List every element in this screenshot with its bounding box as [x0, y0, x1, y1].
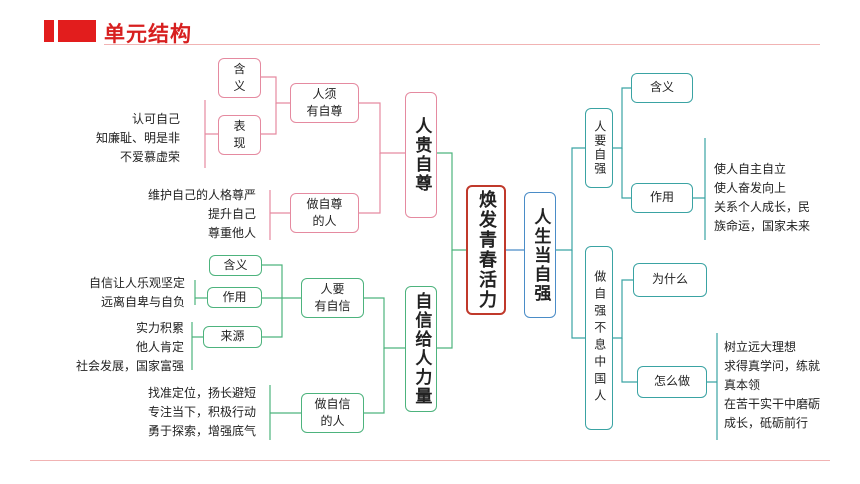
- leaf-zixin-laiyuan: 实力积累 他人肯定 社会发展，国家富强: [75, 321, 184, 373]
- leaf-zuo-zixin: 找准定位，扬长避短 专注当下，积极行动 勇于探索，增强底气: [147, 386, 256, 438]
- node-weishenme: 为什么: [633, 263, 707, 297]
- node-zizun-hanyi: 含 义: [218, 58, 261, 98]
- node-zuo-zixin-de-ren: 做自信 的人: [301, 393, 364, 433]
- header-divider: [104, 44, 820, 45]
- node-renyao-you-zixin: 人要 有自信: [301, 278, 364, 318]
- node-rengui-zizun: 人贵自尊: [405, 92, 437, 218]
- leaf-ziqiang-zuoyong: 使人自主自立 使人奋发向上 关系个人成长，民 族命运，国家未来: [714, 162, 811, 233]
- leaf-zizun-biaoxian: 认可自己 知廉耻、明是非 不爱慕虚荣: [95, 112, 180, 164]
- leaf-zenmezuo: 树立远大理想 求得真学问，练就 真本领 在苦干实干中磨砺 成长，砥砺前行: [724, 340, 821, 430]
- node-zixin-gei-ren-liliang: 自信给人力量: [405, 286, 437, 412]
- node-renxu-you-zizun: 人须 有自尊: [290, 83, 359, 123]
- node-zixin-laiyuan: 来源: [203, 326, 262, 348]
- node-renyao-ziqiang: 人要自强: [585, 108, 613, 188]
- node-ziqiang-hanyi: 含义: [631, 73, 693, 103]
- center-node: 焕发青春活力: [466, 185, 506, 315]
- footer-divider: [30, 460, 830, 461]
- node-rensheng-dang-ziqiang: 人生当自强: [524, 192, 556, 318]
- leaf-zuo-zizun: 维护自己的人格尊严 提升自己 尊重他人: [147, 188, 256, 240]
- page-title: 单元结构: [104, 22, 192, 46]
- node-zixin-zuoyong: 作用: [207, 287, 262, 308]
- node-ziqiang-zuoyong: 作用: [631, 183, 693, 213]
- node-zuo-zizun-de-ren: 做自尊 的人: [290, 193, 359, 233]
- header-accent-block: [58, 20, 96, 42]
- leaf-zixin-zuoyong: 自信让人乐观坚定 远离自卑与自负: [88, 276, 185, 309]
- header-accent-bar: [44, 20, 54, 42]
- node-zuo-ziqiang-buxi-zhongguoren: 做自强不息中国人: [585, 246, 613, 430]
- node-zizun-biaoxian: 表 现: [218, 115, 261, 155]
- node-zixin-hanyi: 含义: [209, 255, 262, 276]
- node-zenmezuo: 怎么做: [637, 366, 707, 398]
